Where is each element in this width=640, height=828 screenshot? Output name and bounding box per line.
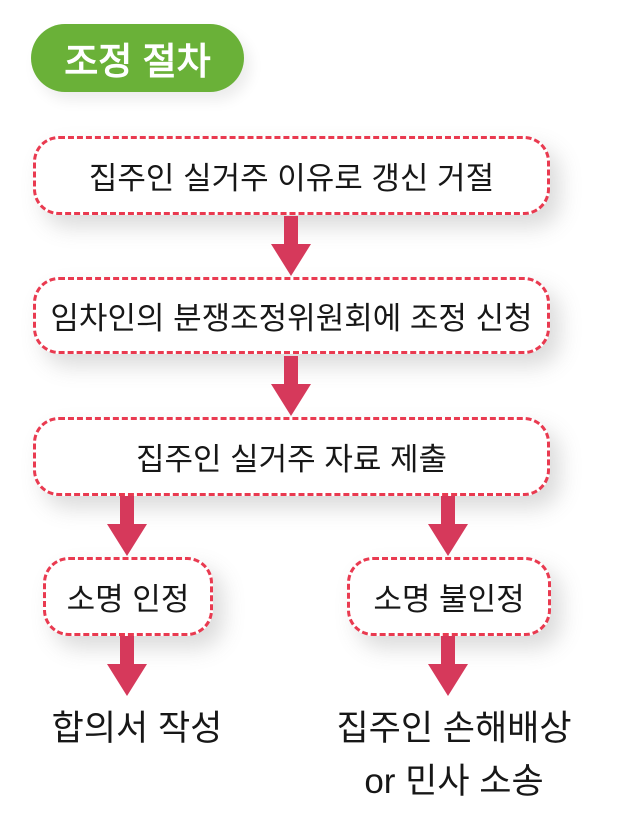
step-box-renewal-refusal: 집주인 실거주 이유로 갱신 거절 [33, 136, 550, 215]
branch-label: 소명 인정 [66, 582, 190, 617]
down-arrow-icon [428, 636, 468, 696]
step-label: 집주인 실거주 이유로 갱신 거절 [88, 161, 495, 196]
result-text-damages-line2: or 민사 소송 [364, 762, 544, 801]
step-box-mediation-application: 임차인의 분쟁조정위원회에 조정 신청 [33, 277, 550, 354]
result-text-agreement: 합의서 작성 [51, 709, 223, 748]
down-arrow-icon [428, 496, 468, 556]
title-badge: 조정 절차 [31, 24, 244, 92]
branch-box-explanation-accepted: 소명 인정 [43, 557, 213, 636]
step-label: 집주인 실거주 자료 제출 [135, 442, 448, 477]
step-label: 임차인의 분쟁조정위원회에 조정 신청 [50, 301, 533, 336]
branch-label: 소명 불인정 [373, 582, 525, 617]
step-box-evidence-submission: 집주인 실거주 자료 제출 [33, 417, 550, 496]
branch-box-explanation-rejected: 소명 불인정 [347, 557, 551, 636]
down-arrow-icon [107, 636, 147, 696]
title-badge-label: 조정 절차 [64, 41, 211, 82]
down-arrow-icon [107, 496, 147, 556]
down-arrow-icon [271, 216, 311, 276]
result-text-damages-line1: 집주인 손해배상 [336, 709, 572, 748]
down-arrow-icon [271, 356, 311, 416]
